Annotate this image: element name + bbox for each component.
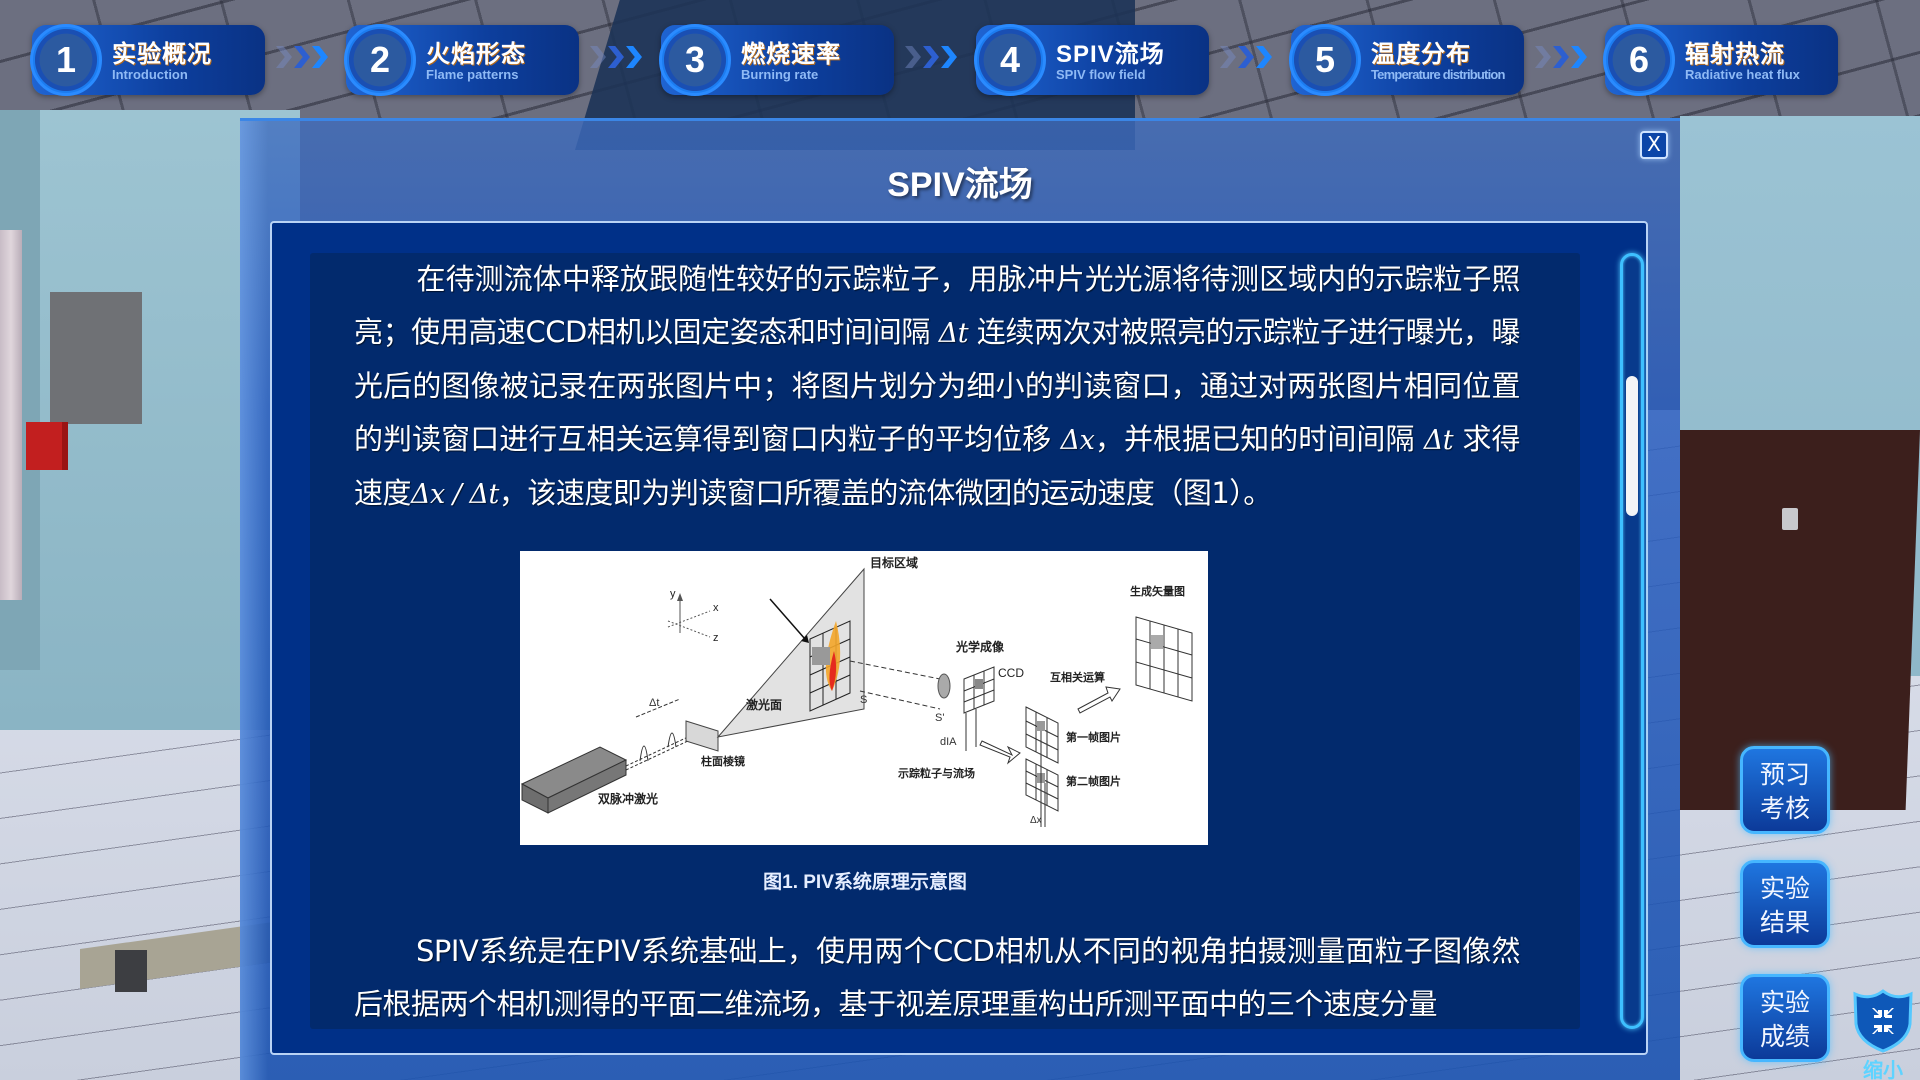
step-radiative-heat-flux[interactable]: 6 辐射热流 Radiative heat flux [1603, 24, 1838, 96]
content-frame: 在待测流体中释放跟随性较好的示踪粒子，用脉冲片光光源将待测区域内的示踪粒子照亮；… [270, 221, 1648, 1055]
svg-text:CCD: CCD [998, 666, 1024, 680]
step-number: 4 [999, 39, 1021, 80]
step-number-badge: 4 [974, 24, 1046, 96]
close-button[interactable]: X [1640, 131, 1668, 159]
step-number-badge: 3 [659, 24, 731, 96]
svg-text:目标区域: 目标区域 [870, 555, 918, 570]
text: ，该速度即为判读窗口所覆盖的流体微团的运动速度（图1）。 [498, 476, 1272, 510]
text: ，并根据已知的时间间隔 [1094, 421, 1424, 456]
svg-text:柱面棱镜: 柱面棱镜 [701, 754, 745, 768]
math-velocity: Δx / Δt [411, 479, 499, 510]
step-spiv-flow-field[interactable]: 4 SPIV流场 SPIV flow field [974, 24, 1209, 96]
step-flame-patterns[interactable]: 2 火焰形态 Flame patterns [344, 24, 579, 96]
svg-text:双脉冲激光: 双脉冲激光 [598, 791, 658, 806]
step-title: 火焰形态 [426, 40, 526, 68]
preview-quiz-button[interactable]: 预习 考核 [1740, 746, 1830, 834]
spiv-paragraph: SPIV系统是在PIV系统基础上，使用两个CCD相机从不同的视角拍摄测量面粒子图… [310, 925, 1580, 1029]
svg-text:z: z [713, 632, 719, 644]
step-subtitle: Introduction [112, 67, 188, 82]
chevron-right-icon [905, 46, 965, 68]
modal-title: SPIV流场 [887, 166, 1033, 204]
step-number-badge: 5 [1289, 24, 1361, 96]
step-title: 温度分布 [1371, 40, 1471, 68]
step-number-badge: 2 [344, 24, 416, 96]
button-label-line2: 成绩 [1759, 1022, 1810, 1051]
button-label-line1: 预习 [1759, 760, 1810, 789]
step-number: 3 [684, 39, 706, 80]
electrical-cabinet [50, 292, 142, 424]
step-number: 5 [1314, 39, 1336, 80]
step-title: 实验概况 [112, 40, 212, 68]
step-subtitle: Flame patterns [426, 67, 519, 82]
chevron-right-icon [1220, 46, 1280, 68]
svg-text:第二帧图片: 第二帧图片 [1066, 774, 1121, 788]
curtain [0, 230, 22, 600]
shrink-button[interactable]: 缩小 [1852, 988, 1914, 1080]
button-label-line1: 实验 [1759, 874, 1810, 903]
door-handle [1782, 508, 1798, 530]
vertical-scrollbar[interactable] [1620, 253, 1644, 1029]
step-number: 6 [1628, 39, 1650, 80]
step-subtitle: Burning rate [741, 67, 819, 82]
svg-text:光学成像: 光学成像 [955, 639, 1005, 654]
svg-text:dIA: dIA [940, 736, 957, 748]
svg-text:S: S [860, 694, 867, 706]
step-temperature-distribution[interactable]: 5 温度分布 Temperature distribution [1289, 24, 1524, 96]
intro-paragraph: 在待测流体中释放跟随性较好的示踪粒子，用脉冲片光光源将待测区域内的示踪粒子照亮；… [310, 253, 1580, 522]
text: SPIV系统是在PIV系统基础上，使用两个CCD相机从不同的视角拍摄测量面粒子图… [354, 934, 1521, 1021]
step-number: 2 [369, 39, 391, 80]
experiment-results-button[interactable]: 实验 结果 [1740, 860, 1830, 948]
scrollbar-thumb[interactable] [1626, 376, 1638, 516]
step-title: SPIV流场 [1056, 41, 1165, 68]
chevron-right-icon [1535, 46, 1595, 68]
svg-text:Δt: Δt [649, 697, 659, 709]
step-number-badge: 1 [30, 24, 102, 96]
step-title: 燃烧速率 [741, 40, 841, 68]
button-label-line2: 结果 [1759, 908, 1810, 937]
math-delta-x: Δx [1060, 424, 1095, 456]
button-label-line1: 实验 [1759, 988, 1810, 1017]
step-subtitle: SPIV flow field [1056, 67, 1146, 82]
svg-text:互相关运算: 互相关运算 [1050, 670, 1105, 684]
close-icon: X [1647, 132, 1661, 156]
text: 求得速度 [354, 421, 1521, 511]
svg-text:生成矢量图: 生成矢量图 [1130, 584, 1185, 598]
shrink-icon [1853, 989, 1913, 1053]
svg-text:示踪粒子与流场: 示踪粒子与流场 [897, 766, 975, 780]
rail-block [115, 950, 147, 992]
text: 连续两次对被照亮的示踪粒子进行曝光，曝光后的图像被记录在两张图片中；将图片划分为… [354, 314, 1521, 456]
spiv-info-modal: SPIV流场 X 在待测流体中释放跟随性较好的示踪粒子，用脉冲片光光源将待测区域… [240, 118, 1680, 1080]
fire-extinguisher-box [26, 422, 68, 470]
step-navigation: 1 实验概况 Introduction 2 火焰形态 Flame pattern… [0, 0, 1920, 118]
math-delta-t: Δt [938, 317, 969, 349]
svg-text:激光面: 激光面 [746, 697, 782, 712]
chevron-right-icon [590, 46, 650, 68]
step-subtitle: Radiative heat flux [1685, 67, 1800, 82]
step-title: 辐射热流 [1685, 40, 1785, 68]
button-label-line2: 考核 [1759, 794, 1810, 823]
shrink-label: 缩小 [1863, 1058, 1903, 1080]
svg-text:第一帧图片: 第一帧图片 [1066, 730, 1121, 744]
step-subtitle: Temperature distribution [1371, 67, 1505, 82]
step-number-badge: 6 [1603, 24, 1675, 96]
text: 在待测流体中释放跟随性较好的示踪粒子，用脉冲片光光源将待测区域内的示踪粒子照亮；… [354, 262, 1521, 349]
experiment-score-button[interactable]: 实验 成绩 [1740, 974, 1830, 1062]
piv-principle-figure: Δt 柱面棱镜 激光面 目标区域 [520, 551, 1208, 845]
svg-text:x: x [713, 602, 719, 614]
step-number: 1 [55, 39, 77, 80]
figure-caption: 图1. PIV系统原理示意图 [763, 872, 967, 893]
svg-text:Δx: Δx [1030, 815, 1042, 826]
step-burning-rate[interactable]: 3 燃烧速率 Burning rate [659, 24, 894, 96]
svg-text:S': S' [935, 712, 944, 724]
step-introduction[interactable]: 1 实验概况 Introduction [30, 24, 265, 96]
scrollable-content[interactable]: 在待测流体中释放跟随性较好的示踪粒子，用脉冲片光光源将待测区域内的示踪粒子照亮；… [310, 253, 1580, 1029]
math-delta-t: Δt [1423, 424, 1454, 456]
svg-text:y: y [670, 588, 676, 600]
chevron-right-icon [276, 46, 336, 68]
